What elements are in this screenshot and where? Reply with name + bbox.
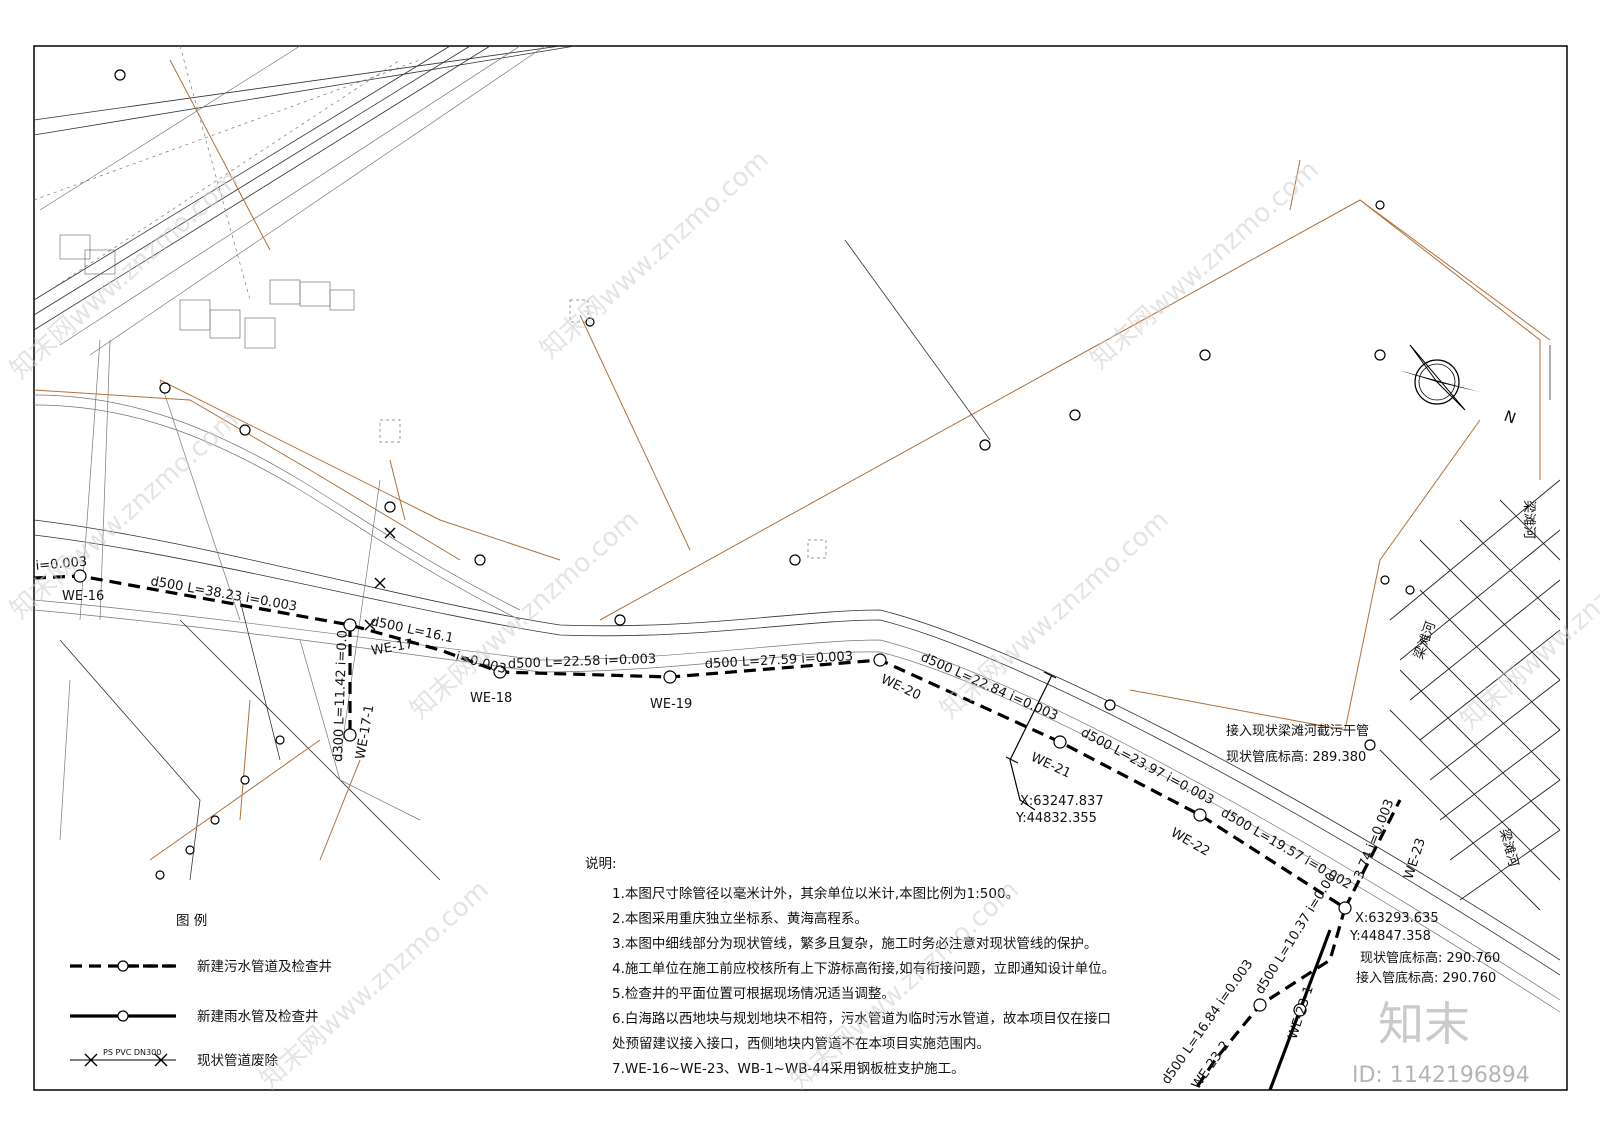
pipe-label-we19: d500 L=27.59 i=0.003: [704, 649, 853, 672]
coord-p2-y: Y:44847.358: [1349, 929, 1431, 944]
note-line-4: 4.施工单位在施工前应校核所有上下游标高衔接,如有衔接问题，立即通知设计单位。: [612, 960, 1115, 977]
connection-elev-2b: 接入管底标高: 290.760: [1356, 970, 1496, 986]
drawing-frame: [33, 45, 1568, 1091]
north-arrow-icon: [1409, 344, 1466, 411]
well-we23: WE-23: [1402, 836, 1429, 881]
notes-title: 说明:: [585, 856, 617, 872]
pipe-label-we16: d500 L=38.23 i=0.003: [149, 574, 298, 615]
watermark-7: 知末网www.znzmo.com: [1455, 515, 1600, 735]
legend: 图 例 新建污水管道及检查井 新建雨水管及检查井 PS PVC DN300 现状…: [70, 913, 332, 1069]
north-label: N: [1502, 407, 1519, 428]
coordinate-labels: X:63247.837 Y:44832.355 X:63293.635 Y:44…: [1015, 794, 1439, 944]
legend-abandon: 现状管道废除: [197, 1053, 278, 1069]
connection-elev-2a: 现状管底标高: 290.760: [1360, 950, 1500, 966]
legend-abandon-tag: PS PVC DN300: [103, 1048, 161, 1057]
legend-title: 图 例: [176, 913, 207, 929]
watermark-2: 知末网www.znzmo.com: [535, 145, 775, 365]
notes-block: 说明: 1.本图尺寸除管径以毫米计外，其余单位以米计,本图比例为1:500。 2…: [585, 856, 1115, 1077]
well-we22: WE-22: [1168, 825, 1212, 859]
note-line-1: 1.本图尺寸除管径以毫米计外，其余单位以米计,本图比例为1:500。: [612, 885, 1019, 902]
note-line-7: 处预留建议接入接口，西侧地块内管道不在本项目实施范围内。: [612, 1035, 990, 1052]
watermark-brand: 知末: [1378, 997, 1470, 1051]
watermark-3: 知末网www.znzmo.com: [1085, 155, 1325, 375]
well-we17: WE-17: [370, 637, 414, 659]
well-we19: WE-19: [650, 697, 692, 712]
river-label-3: 梁滩河: [1496, 827, 1521, 869]
watermark-6: 知末网www.znzmo.com: [935, 505, 1175, 725]
section-markers: [1005, 671, 1057, 811]
note-line-2: 2.本图采用重庆独立坐标系、黄海高程系。: [612, 910, 868, 927]
abandon-marks: [364, 527, 396, 631]
note-line-3: 3.本图中细线部分为现状管线，繁多且复杂，施工时务必注意对现状管线的保护。: [612, 935, 1097, 952]
pipe-label-bottom2: d500 L=10.37 i=0.00: [1253, 870, 1340, 997]
manholes: [73, 69, 1415, 1017]
connection-note: 接入现状梁滩河截污干管 现状管底标高: 289.380 现状管底标高: 290.…: [1226, 723, 1500, 986]
coord-p2-x: X:63293.635: [1355, 911, 1439, 926]
well-we171: WE-17-1: [353, 704, 377, 761]
existing-thin-right: [844, 239, 1551, 441]
existing-brown-pipes: [33, 59, 1551, 861]
note-line-5: 5.检查井的平面位置可根据现场情况适当调整。: [612, 986, 895, 1002]
connection-title: 接入现状梁滩河截污干管: [1226, 723, 1369, 739]
coord-p1-y: Y:44832.355: [1015, 811, 1097, 826]
watermark-8: 知末网www.znzmo.com: [255, 875, 495, 1095]
note-line-6: 6.白海路以西地块与规划地块不相符，污水管道为临时污水管道，故本项目仅在接口: [612, 1010, 1111, 1027]
well-we16: WE-16: [62, 589, 104, 604]
legend-rain: 新建雨水管及检查井: [197, 1009, 319, 1025]
river-label-1: 梁滩河: [1521, 500, 1536, 539]
well-we21: WE-21: [1028, 750, 1073, 781]
well-we18: WE-18: [470, 691, 512, 706]
existing-pipelines: [33, 45, 1561, 1013]
watermark-1: 知末网www.znzmo.com: [5, 165, 245, 385]
watermark-id: ID: 1142196894: [1352, 1063, 1530, 1088]
river-grid: [1379, 479, 1561, 911]
note-line-8: 7.WE-16~WE-23、WB-1~WB-44采用钢板桩支护施工。: [612, 1061, 965, 1077]
well-we-b: WE-23-1: [1286, 984, 1317, 1041]
pipe-label-branch: d300 L=11.42 i=0.0: [331, 630, 351, 762]
pipe-label-left: i=0.003: [35, 555, 88, 574]
pipe-label-we18: d500 L=22.58 i=0.003: [508, 652, 657, 672]
coord-p1-x: X:63247.837: [1020, 794, 1104, 809]
legend-sewer: 新建污水管道及检查井: [197, 959, 332, 975]
pipe-label-we23: 3.74 i=0.003: [1352, 797, 1398, 881]
north-arrow: N: [1398, 344, 1519, 428]
pipe-labels: i=0.003 d500 L=38.23 i=0.003 d500 L=16.1…: [35, 555, 1397, 1088]
connection-elev: 现状管底标高: 289.380: [1226, 749, 1366, 765]
